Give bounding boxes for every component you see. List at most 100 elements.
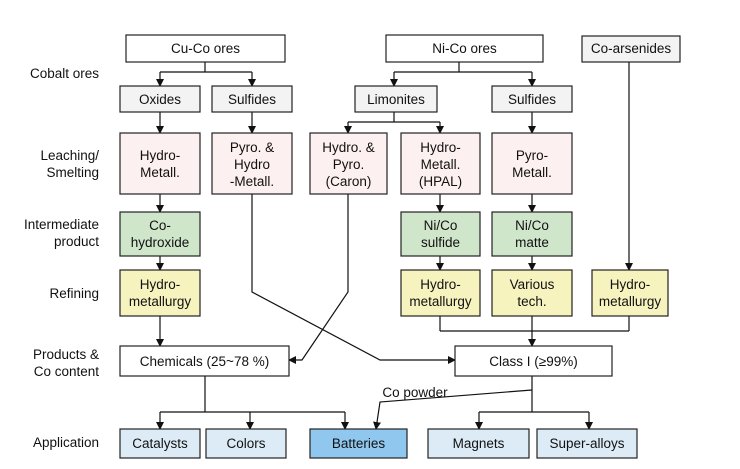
process-hpal-line-1: Hydro- <box>420 140 461 155</box>
refining-various-line-2: tech. <box>517 294 546 309</box>
refining-hydro-3-box <box>591 269 669 317</box>
refining-various-box <box>491 269 573 317</box>
connectors <box>156 62 633 430</box>
refining-various-line-1: Various <box>510 277 555 292</box>
intermediate-co-hydroxide: Co- hydroxide <box>119 211 201 257</box>
intermediate-co-hydroxide-box <box>119 211 201 257</box>
app-batteries-box <box>309 428 408 459</box>
intermediate-nico-sulfide-box <box>400 211 481 257</box>
ore-sulfides-ni: Sulfides <box>491 85 573 113</box>
app-magnets-box <box>427 428 530 459</box>
row-label-intermediate-1: Intermediate <box>24 217 99 232</box>
process-hydro-metall-line-2: Metall. <box>140 165 180 180</box>
ore-sulfides-ni-label: Sulfides <box>508 92 556 107</box>
app-catalysts: Catalysts <box>119 428 201 459</box>
ore-cu-co: Cu-Co ores <box>125 34 286 63</box>
ore-oxides: Oxides <box>119 85 201 113</box>
ore-ni-co-label: Ni-Co ores <box>432 41 497 56</box>
process-pyro-hydro-line-3: -Metall. <box>230 174 274 189</box>
refining-various: Various tech. <box>491 269 573 317</box>
process-pyro-metall-line-1: Pyro- <box>516 148 548 163</box>
app-catalysts-box <box>119 428 201 459</box>
ore-co-arsenides: Co-arsenides <box>581 35 681 63</box>
refining-hydro-1-box <box>119 269 201 317</box>
process-pyro-hydro-line-1: Pyro. & <box>230 140 274 155</box>
ore-cu-co-box <box>125 34 286 63</box>
refining-hydro-1: Hydro- metallurgy <box>119 269 201 317</box>
process-nodes: Hydro- Metall. Pyro. & Hydro -Metall. Hy… <box>119 132 573 195</box>
co-powder-label: Co powder <box>382 385 448 400</box>
row-label-products-1: Products & <box>33 347 99 362</box>
app-superalloys-box <box>536 428 638 459</box>
ore-ni-co: Ni-Co ores <box>385 34 544 63</box>
product-chemicals-box <box>119 345 290 377</box>
intermediate-nico-matte: Ni/Co matte <box>491 211 573 257</box>
product-nodes: Chemicals (25~78 %) Class I (≥99%) Co po… <box>119 345 613 400</box>
intermediate-nico-sulfide-line-2: sulfide <box>421 235 460 250</box>
refining-hydro-3-line-1: Hydro- <box>610 277 651 292</box>
process-hydro-metall: Hydro- Metall. <box>119 132 201 195</box>
row-label-leaching-2: Smelting <box>46 165 99 180</box>
intermediate-co-hydroxide-line-1: Co- <box>149 218 171 233</box>
app-batteries-label: Batteries <box>332 436 386 451</box>
ore-sulfides-cu: Sulfides <box>211 85 293 113</box>
app-catalysts-label: Catalysts <box>132 436 188 451</box>
process-pyro-hydro-line-2: Hydro <box>234 157 270 172</box>
app-batteries: Batteries <box>309 428 408 459</box>
ore-oxides-label: Oxides <box>139 92 181 107</box>
process-hpal-line-3: (HPAL) <box>419 174 462 189</box>
process-caron-line-2: Pyro. <box>333 157 365 172</box>
row-label-products-2: Co content <box>34 364 100 379</box>
app-colors: Colors <box>205 428 287 459</box>
refining-hydro-1-line-2: metallurgy <box>129 294 192 309</box>
process-hpal: Hydro- Metall. (HPAL) <box>400 132 481 195</box>
app-superalloys-label: Super-alloys <box>549 436 624 451</box>
process-hydro-metall-box <box>119 132 201 195</box>
product-chemicals-label: Chemicals (25~78 %) <box>140 354 269 369</box>
product-class-one-label: Class I (≥99%) <box>489 354 577 369</box>
intermediate-nico-sulfide-line-1: Ni/Co <box>424 218 458 233</box>
app-superalloys: Super-alloys <box>536 428 638 459</box>
refining-hydro-2-box <box>400 269 481 317</box>
refining-hydro-2: Hydro- metallurgy <box>400 269 481 317</box>
process-hpal-box <box>400 132 481 195</box>
refining-hydro-2-line-1: Hydro- <box>420 277 461 292</box>
process-pyro-hydro: Pyro. & Hydro -Metall. <box>211 132 293 195</box>
row-label-intermediate-2: product <box>54 234 99 249</box>
row-label-refining: Refining <box>49 286 99 301</box>
ore-oxides-box <box>119 85 201 113</box>
product-class-one: Class I (≥99%) <box>454 345 613 377</box>
row-label-application: Application <box>33 435 99 450</box>
ore-cu-co-label: Cu-Co ores <box>171 41 240 56</box>
intermediate-nico-matte-box <box>491 211 573 257</box>
process-hydro-metall-line-1: Hydro- <box>140 148 181 163</box>
app-magnets: Magnets <box>427 428 530 459</box>
product-chemicals: Chemicals (25~78 %) <box>119 345 290 377</box>
process-hpal-line-2: Metall. <box>421 157 461 172</box>
process-pyro-metall: Pyro- Metall. <box>491 132 573 195</box>
process-pyro-metall-line-2: Metall. <box>512 165 552 180</box>
ore-limonites-label: Limonites <box>367 92 425 107</box>
intermediate-nico-matte-line-1: Ni/Co <box>515 218 549 233</box>
process-pyro-metall-box <box>491 132 573 195</box>
process-caron-line-1: Hydro. & <box>322 140 375 155</box>
process-caron-line-3: (Caron) <box>326 174 372 189</box>
ore-sulfides-ni-box <box>491 85 573 113</box>
app-magnets-label: Magnets <box>453 436 505 451</box>
refining-nodes: Hydro- metallurgy Hydro- metallurgy Vari… <box>119 269 669 317</box>
intermediate-nico-sulfide: Ni/Co sulfide <box>400 211 481 257</box>
refining-hydro-3-line-2: metallurgy <box>599 294 662 309</box>
application-nodes: Catalysts Colors Batteries Magnets Super… <box>119 428 638 459</box>
intermediate-nodes: Co- hydroxide Ni/Co sulfide Ni/Co matte <box>119 211 573 257</box>
intermediate-nico-matte-line-2: matte <box>515 235 549 250</box>
process-caron-box <box>309 132 388 195</box>
refining-hydro-1-line-1: Hydro- <box>140 277 181 292</box>
ore-co-arsenides-box <box>581 35 681 63</box>
ore-limonites: Limonites <box>354 85 438 113</box>
app-colors-label: Colors <box>226 436 265 451</box>
ore-sulfides-cu-box <box>211 85 293 113</box>
app-colors-box <box>205 428 287 459</box>
process-caron: Hydro. & Pyro. (Caron) <box>309 132 388 195</box>
ore-co-arsenides-label: Co-arsenides <box>591 41 672 56</box>
